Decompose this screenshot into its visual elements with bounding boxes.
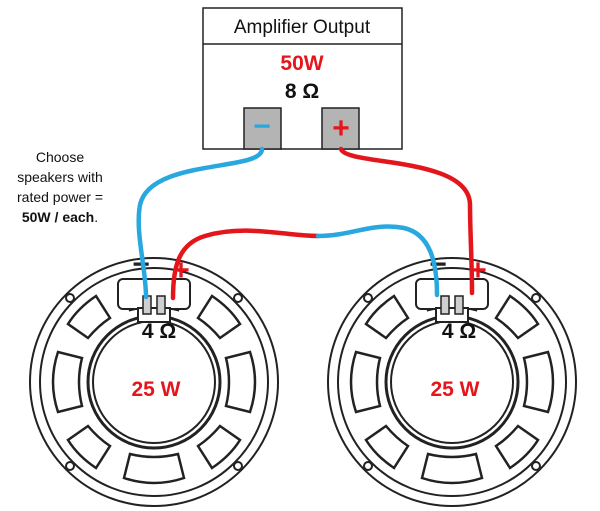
note-line-3: rated power = xyxy=(17,189,103,205)
amplifier-title: Amplifier Output xyxy=(234,17,371,38)
amplifier-power: 50W xyxy=(280,52,323,75)
amplifier-impedance: 8 Ω xyxy=(285,80,319,103)
wire-left-positive-link xyxy=(170,228,321,301)
recommendation-note: Choose speakers with rated power = 50W /… xyxy=(0,147,120,227)
amplifier-negative-terminal xyxy=(243,107,282,150)
note-line-4: 50W / each. xyxy=(0,207,120,227)
note-rated-power: 50W / each xyxy=(21,209,95,225)
speaker-left-impedance: 4 Ω xyxy=(142,320,176,343)
speaker-left-power: 25 W xyxy=(131,378,180,401)
amplifier-negative-symbol: − xyxy=(253,110,271,143)
speaker-right-power: 25 W xyxy=(430,378,479,401)
amplifier-positive-symbol: + xyxy=(332,112,350,145)
wire-amp-negative-to-left-speaker xyxy=(136,146,265,300)
speaker-right-impedance: 4 Ω xyxy=(442,320,476,343)
note-period: . xyxy=(94,209,99,225)
note-line-1: Choose xyxy=(35,149,85,165)
amplifier-box xyxy=(202,7,403,150)
wire-right-negative-link xyxy=(315,224,440,298)
note-line-2: speakers with xyxy=(17,169,103,185)
wire-amp-positive-to-right-speaker xyxy=(338,146,475,296)
